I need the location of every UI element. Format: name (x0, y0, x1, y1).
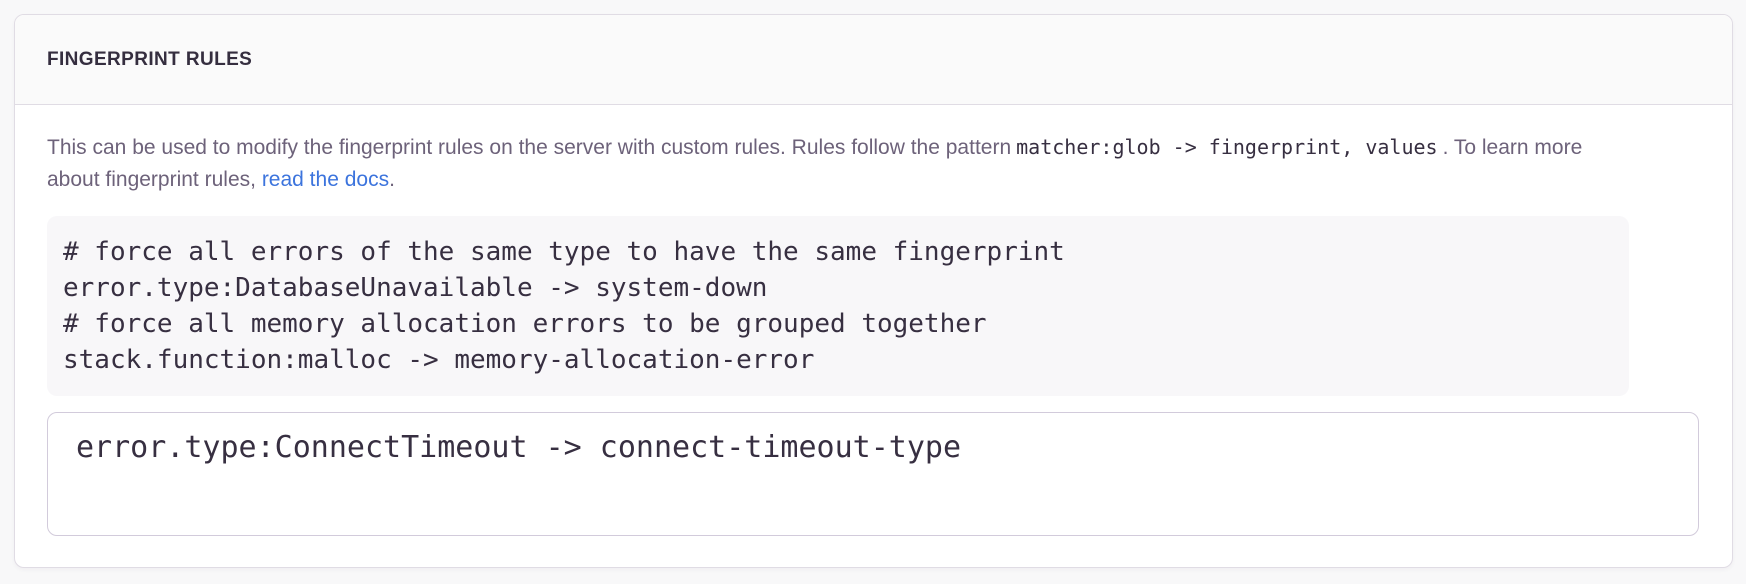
read-the-docs-link[interactable]: read the docs (261, 168, 390, 191)
code-line: error.type:DatabaseUnavailable -> system… (63, 273, 768, 303)
help-text-segment-3: . (389, 168, 395, 191)
field-help-text: This can be used to modify the fingerpri… (47, 131, 1629, 196)
panel-body: This can be used to modify the fingerpri… (15, 105, 1732, 566)
help-text-segment-1: This can be used to modify the fingerpri… (47, 136, 1012, 159)
pattern-inline-code: matcher:glob -> fingerprint, values (1016, 135, 1438, 159)
code-line: stack.function:malloc -> memory-allocati… (63, 345, 815, 375)
panel-title: FINGERPRINT RULES (47, 48, 253, 70)
fingerprint-rules-panel: FINGERPRINT RULES This can be used to mo… (14, 14, 1733, 568)
panel-header: FINGERPRINT RULES (15, 15, 1732, 105)
code-line: # force all memory allocation errors to … (63, 309, 987, 339)
help-text-segment-2: . To learn more about fingerprint rules, (47, 136, 1583, 191)
example-code-block: # force all errors of the same type to h… (47, 216, 1629, 396)
fingerprint-rules-input[interactable]: error.type:ConnectTimeout -> connect-tim… (47, 412, 1699, 536)
code-line: # force all errors of the same type to h… (63, 237, 1065, 267)
